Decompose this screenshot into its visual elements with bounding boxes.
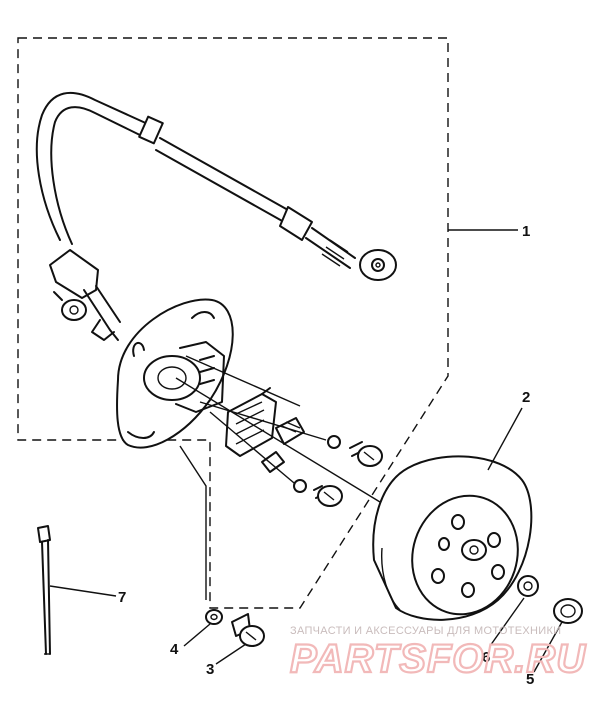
- callout-7: 7: [118, 589, 126, 606]
- wire-connector-clamp: [49, 249, 121, 341]
- callout-5: 5: [526, 671, 534, 688]
- screw-upper: [327, 435, 383, 467]
- screw-lower: [293, 479, 343, 507]
- cable-tie: [37, 525, 51, 655]
- callout-1: 1: [522, 223, 530, 240]
- nut-part-5: [553, 598, 583, 624]
- callout-4: 4: [170, 641, 179, 658]
- wire-harness: [35, 92, 397, 281]
- watermark-logo: PARTSFOR.RU: [290, 637, 586, 681]
- assembly-boundary-dashed: [17, 37, 449, 609]
- watermark-tagline: ЗАПЧАСТИ И АКСЕССУАРЫ ДЛЯ МОТОТЕХНИКИ: [290, 625, 561, 637]
- washer-part-6: [517, 575, 539, 597]
- callout-3: 3: [206, 661, 214, 678]
- assembly-guide-lines: [175, 355, 381, 600]
- callout-2: 2: [522, 389, 530, 406]
- washer-part-4: [205, 609, 223, 625]
- flywheel-rotor: [372, 455, 533, 621]
- leader-lines: [49, 229, 563, 673]
- stator-base-plate: [116, 298, 234, 449]
- callout-6: 6: [482, 649, 490, 666]
- screw-part-3: [231, 613, 265, 647]
